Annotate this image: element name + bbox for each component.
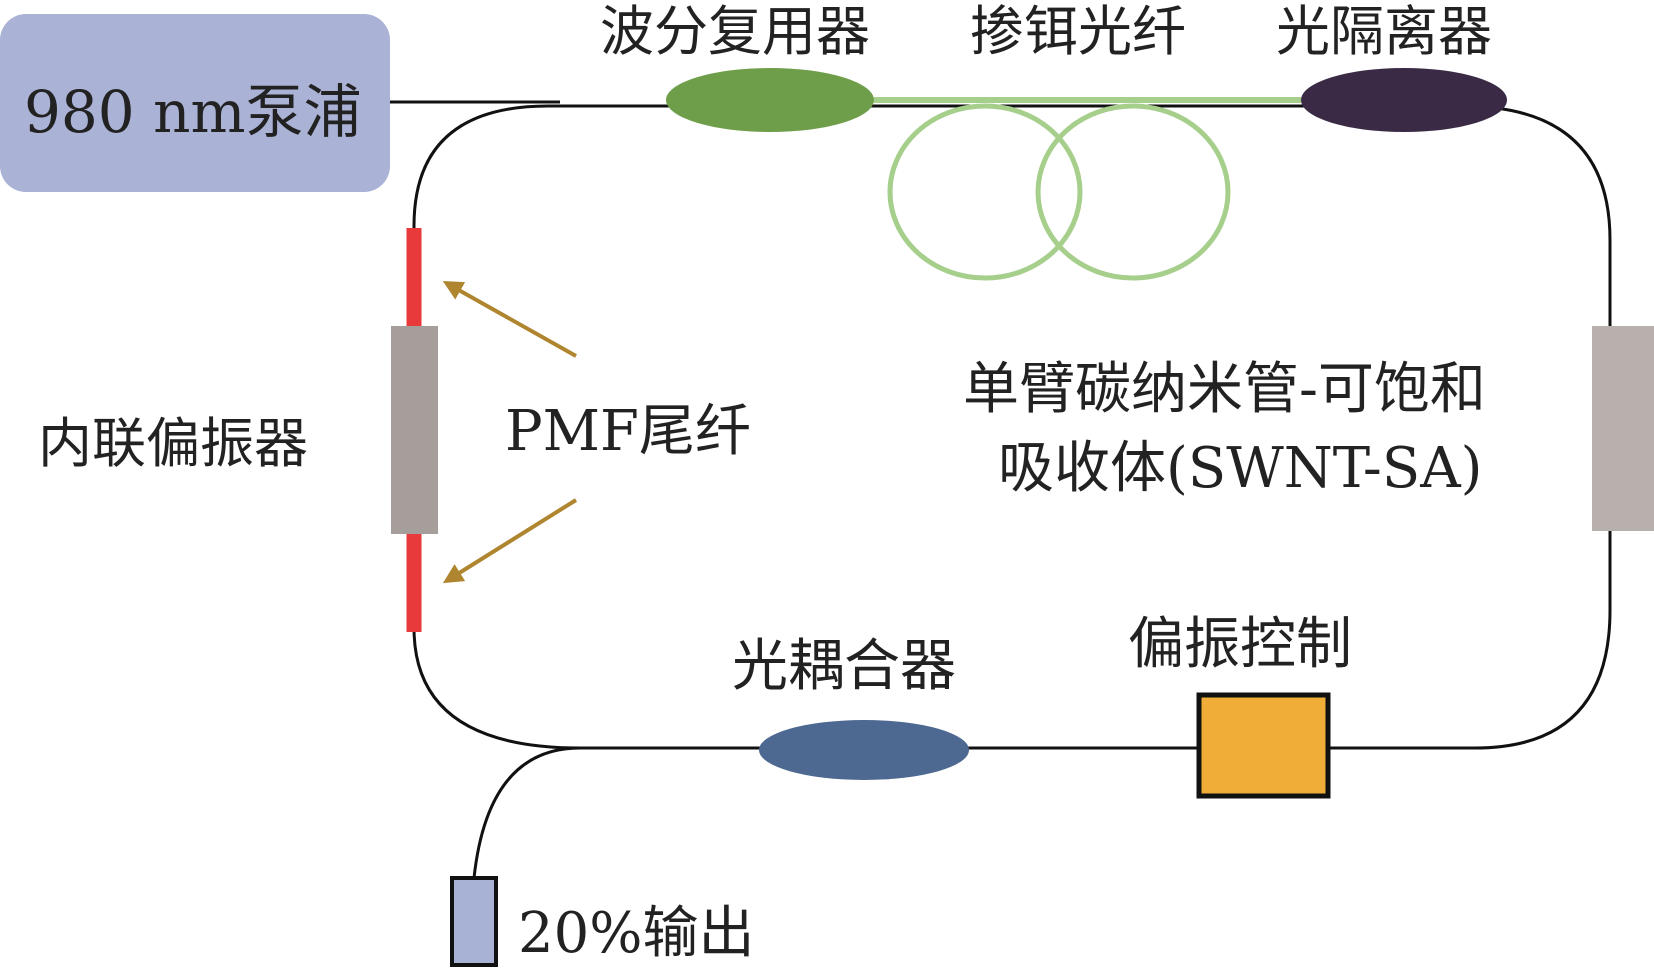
output-fiber xyxy=(472,746,581,879)
erbium-fiber-coil-left xyxy=(887,103,1083,281)
pmf-pigtail-label: PMF尾纤 xyxy=(505,399,751,464)
erbium-fiber-coil-right xyxy=(1035,103,1231,281)
isolator-component xyxy=(1301,68,1507,132)
edf-label: 掺铒光纤 xyxy=(970,0,1186,63)
wdm-label: 波分复用器 xyxy=(600,0,870,63)
swnt-sa-label-line1: 单臂碳纳米管-可饱和 xyxy=(963,357,1486,422)
arrow-icon-down xyxy=(442,498,578,584)
inline-polarizer-body xyxy=(391,326,438,534)
swnt-sa-label-line2: 吸收体(SWNT-SA) xyxy=(998,436,1482,501)
arrow-icon-up xyxy=(442,281,577,358)
polarization-controller xyxy=(1196,692,1331,799)
output-port xyxy=(450,876,498,967)
coupler-label: 光耦合器 xyxy=(732,634,956,699)
wdm-coupler xyxy=(666,68,874,132)
output-coupler xyxy=(759,720,969,780)
output-label: 20%输出 xyxy=(518,901,754,966)
main-fiber-loop xyxy=(412,104,1612,750)
inline-polarizer-label: 内联偏振器 xyxy=(38,412,308,475)
isolator-label: 光隔离器 xyxy=(1276,0,1492,63)
swnt-sa-component xyxy=(1592,326,1654,531)
pump-label: 980 nm泵浦 xyxy=(24,78,362,146)
polarization-control-label: 偏振控制 xyxy=(1128,612,1352,677)
pump-box xyxy=(0,14,390,192)
